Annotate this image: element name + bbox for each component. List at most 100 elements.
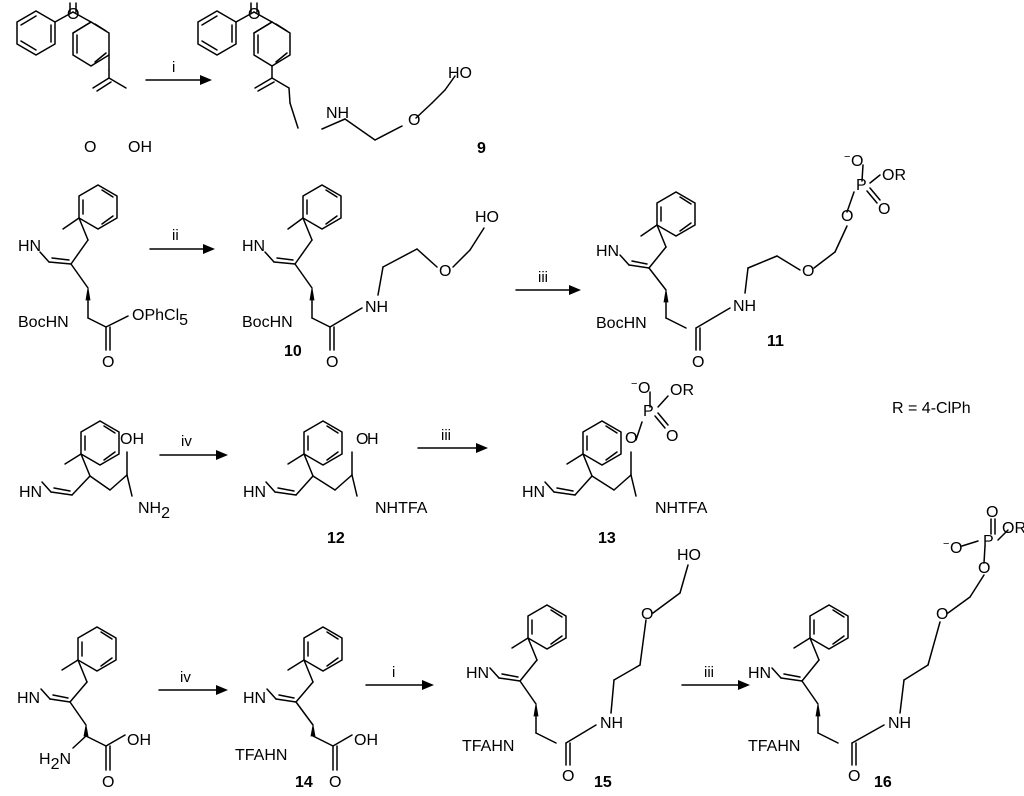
tryptophanol-structure <box>41 420 133 497</box>
atom-label: BocHN <box>242 314 293 331</box>
charge-label: − <box>631 378 637 390</box>
atom-label: NHTFA <box>375 500 428 517</box>
atom-label: O <box>978 560 990 577</box>
atom-label: HN <box>596 243 619 260</box>
atom-label: O <box>878 201 890 218</box>
reaction-arrow-ii <box>149 244 215 254</box>
atom-label: O <box>666 428 678 445</box>
compound-11-structure <box>619 164 881 351</box>
atom-label: NH <box>888 715 911 732</box>
reagent-label-i: i <box>392 664 395 681</box>
atom-label: HN <box>522 484 545 501</box>
atom-label: OH <box>127 732 151 749</box>
compound-number-9: 9 <box>477 140 486 157</box>
compound-number-14: 14 <box>295 774 313 791</box>
atom-label: O <box>848 768 860 785</box>
compound-15-structure <box>489 564 689 766</box>
atom-label: OR <box>1002 520 1024 537</box>
atom-label: O <box>329 774 341 791</box>
benzoylbenzoic-acid-structure <box>16 2 127 92</box>
atom-label: O <box>936 606 948 623</box>
atom-label: O <box>102 354 114 371</box>
atom-label: HN <box>748 665 771 682</box>
tryptophan-structure <box>40 626 126 771</box>
atom-label: O <box>692 354 704 371</box>
atom-label: P <box>643 403 654 420</box>
atom-label: TFAHN <box>748 738 800 755</box>
reagent-label-iv: iv <box>181 433 192 450</box>
atom-label: TFAHN <box>235 747 287 764</box>
atom-label: OH <box>354 732 378 749</box>
atom-label: P <box>983 533 994 550</box>
compound-number-12: 12 <box>327 530 345 547</box>
compound-9-structure <box>197 2 456 141</box>
compound-number-10: 10 <box>284 343 302 360</box>
atom-label: NH <box>326 105 349 122</box>
reagent-label-ii: ii <box>172 227 179 244</box>
atom-label: O <box>67 6 79 23</box>
reagent-label-i: i <box>172 59 175 76</box>
atom-label: BocHN <box>596 315 647 332</box>
atom-label: HO <box>475 209 499 226</box>
atom-label: O <box>625 430 637 447</box>
reagent-label-iii: iii <box>441 427 451 444</box>
atom-label: O <box>439 263 451 280</box>
atom-label: HN <box>242 238 265 255</box>
atom-label: HN <box>243 690 266 707</box>
atom-label: O <box>986 504 998 521</box>
atom-label: HO <box>677 547 701 564</box>
atom-label: O <box>841 208 853 225</box>
atom-label: O <box>851 153 863 170</box>
compound-number-15: 15 <box>594 774 612 791</box>
atom-label: O <box>562 768 574 785</box>
atom-label: HN <box>19 484 42 501</box>
atom-label: TFAHN <box>462 738 514 755</box>
reaction-arrow-iv-a <box>159 450 228 460</box>
atom-label: O <box>84 139 96 156</box>
atom-label: H2N <box>39 751 71 773</box>
atom-label: O <box>408 112 420 129</box>
reagent-label-iii: iii <box>704 664 714 681</box>
atom-label: NH <box>365 299 388 316</box>
reaction-arrow-iii-c <box>681 680 750 690</box>
atom-label: OH <box>128 139 152 156</box>
atom-label: OR <box>882 167 906 184</box>
compound-number-11: 11 <box>767 333 784 350</box>
atom-label: O <box>326 354 338 371</box>
reaction-arrow-iii-a <box>515 285 581 295</box>
reaction-arrow-iv-b <box>158 685 228 695</box>
charge-label: − <box>844 151 850 163</box>
reaction-arrow-iii-b <box>417 443 488 453</box>
atom-label: O <box>950 540 962 557</box>
atom-label: HN <box>243 484 266 501</box>
atom-label: P <box>856 177 867 194</box>
compound-12-structure <box>265 420 358 497</box>
reaction-arrow-i-b <box>365 680 434 690</box>
atom-label: BocHN <box>18 314 69 331</box>
atom-label: O <box>802 263 814 280</box>
atom-label: O <box>356 431 368 448</box>
r-group-definition: R = 4-ClPh <box>892 400 971 417</box>
atom-label: OR <box>670 382 694 399</box>
atom-label: O <box>102 774 114 791</box>
atom-label: H <box>367 431 379 448</box>
atom-label: NH <box>733 298 756 315</box>
atom-label: HN <box>17 690 40 707</box>
atom-label: HN <box>466 665 489 682</box>
atom-label: O <box>641 606 653 623</box>
reaction-arrow-i <box>145 75 212 85</box>
boc-trp-ester-structure <box>39 184 129 351</box>
atom-label: NHTFA <box>655 500 708 517</box>
atom-label: NH2 <box>138 500 170 522</box>
atom-label: OH <box>120 431 144 448</box>
atom-label: OPhCl5 <box>132 307 188 329</box>
compound-16-structure <box>771 518 1009 766</box>
atom-label: HO <box>448 65 472 82</box>
charge-label: − <box>943 538 949 550</box>
compound-13-structure <box>544 391 669 497</box>
reagent-label-iv: iv <box>180 669 191 686</box>
reagent-label-iii: iii <box>538 269 548 286</box>
atom-label: O <box>638 380 650 397</box>
